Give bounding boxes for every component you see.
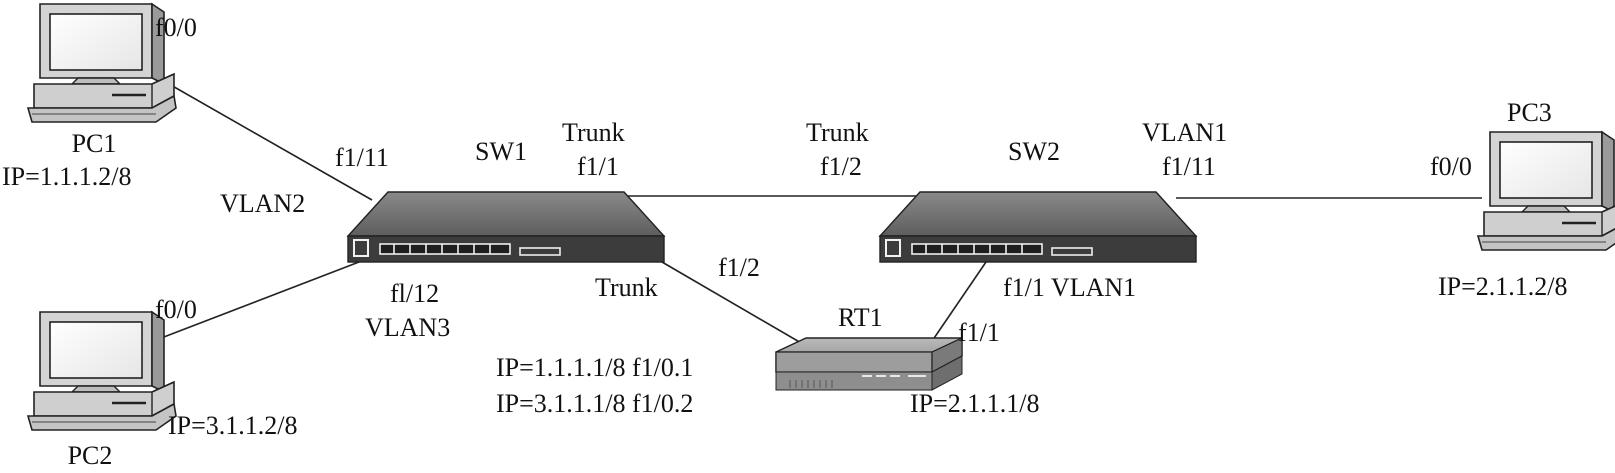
- pc3-computer-icon: [1476, 130, 1615, 252]
- sw1-switch-icon: [347, 191, 665, 263]
- rt1-subinterface-1-label: IP=1.1.1.1/8 f1/0.1: [496, 353, 693, 382]
- link-pc1-sw1: [147, 71, 373, 201]
- pc1-computer-icon: [26, 2, 178, 124]
- rt1-port-f1-2-label: f1/2: [718, 253, 760, 282]
- link-sw1-rt1-trunk: [661, 261, 809, 348]
- sw1-name-label: SW1: [475, 137, 527, 166]
- sw2-switch-icon: [879, 191, 1197, 263]
- sw1-port-f1-11-label: f1/11: [335, 143, 389, 172]
- rt1-port-f1-1-label: f1/1: [958, 318, 1000, 347]
- pc1-ip-label: IP=1.1.1.2/8: [2, 162, 132, 191]
- sw1-port-f1-12-label: fl/12: [390, 279, 439, 308]
- sw1-trunk-top-label: Trunk: [562, 118, 625, 147]
- sw2-trunk-label: Trunk: [806, 118, 869, 147]
- sw2-port-f1-2-label: f1/2: [820, 152, 862, 181]
- pc1-port-label: f0/0: [155, 13, 197, 42]
- rt1-ip-label: IP=2.1.1.1/8: [910, 389, 1040, 418]
- link-pc2-sw1: [129, 256, 373, 351]
- pc3-name-label: PC3: [1507, 98, 1552, 127]
- rt1-router-icon: [775, 337, 963, 391]
- sw2-name-label: SW2: [1008, 137, 1060, 166]
- pc2-computer-icon: [26, 310, 178, 432]
- rt1-subinterface-2-label: IP=3.1.1.1/8 f1/0.2: [496, 389, 693, 418]
- pc3-ip-label: IP=2.1.1.2/8: [1438, 272, 1568, 301]
- sw1-vlan3-label: VLAN3: [365, 313, 450, 342]
- sw1-trunk-bottom-label: Trunk: [595, 273, 658, 302]
- sw2-port-f1-11-label: f1/11: [1162, 152, 1216, 181]
- pc3-port-label: f0/0: [1430, 152, 1472, 181]
- sw2-vlan1-top-label: VLAN1: [1142, 118, 1227, 147]
- pc2-name-label: PC2: [68, 441, 113, 470]
- sw1-vlan2-label: VLAN2: [220, 189, 305, 218]
- pc2-ip-label: IP=3.1.1.2/8: [168, 411, 298, 440]
- rt1-name-label: RT1: [838, 303, 883, 332]
- pc2-port-label: f0/0: [155, 295, 197, 324]
- sw2-port-f1-1-vlan1-label: f1/1 VLAN1: [1003, 273, 1136, 302]
- link-sw2-rt1: [927, 261, 987, 348]
- sw1-port-f1-1-label: f1/1: [577, 152, 619, 181]
- pc1-name-label: PC1: [72, 129, 117, 158]
